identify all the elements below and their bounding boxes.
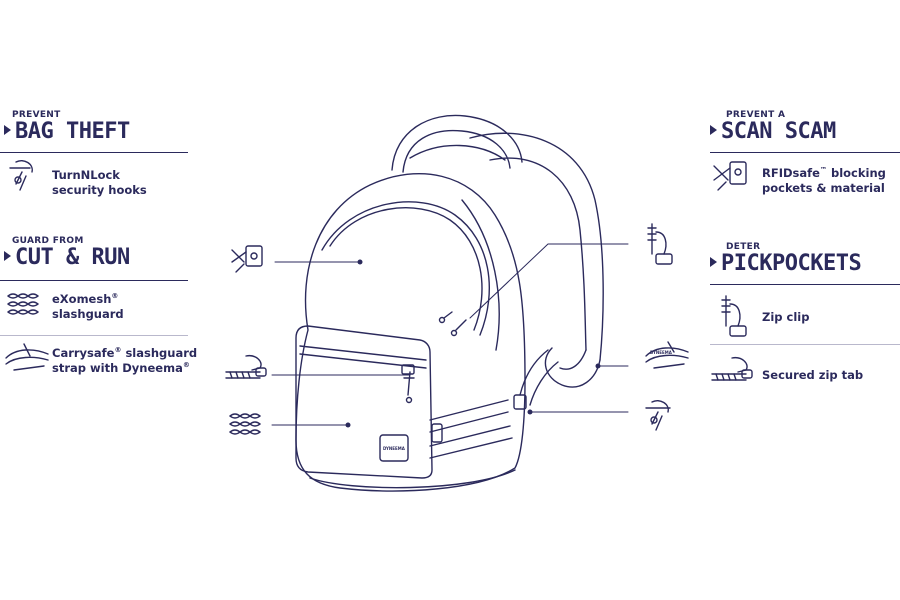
rfidsafe-feature-label: RFIDsafe™ blocking pockets & material xyxy=(762,166,886,195)
strap-icon xyxy=(5,343,49,371)
secured-zip-tab-feature-label: Secured zip tab xyxy=(762,368,864,382)
zip-tab-icon-callout xyxy=(225,354,267,379)
callout-lines xyxy=(271,243,629,426)
divider xyxy=(0,152,188,153)
divider xyxy=(710,284,900,285)
rfid-icon-callout xyxy=(231,245,263,273)
callout-dots xyxy=(345,259,601,428)
divider xyxy=(710,152,900,153)
bag-theft-heading: BAG THEFT xyxy=(4,120,130,144)
zip-clip-icon-callout xyxy=(647,223,673,265)
security-hook-icon xyxy=(9,160,33,191)
turnnlock-feature-label: TurnNLock security hooks xyxy=(52,168,147,197)
pickpockets-kicker: DETER xyxy=(726,242,761,252)
exomesh-feature-label: eXomesh® slashguard xyxy=(52,292,124,321)
backpack-illustration xyxy=(295,114,604,492)
mesh-icon-callout xyxy=(229,413,261,435)
rfid-icon xyxy=(713,161,747,191)
strap-icon-callout xyxy=(645,341,689,369)
divider xyxy=(0,280,188,281)
cut-run-heading: CUT & RUN xyxy=(4,246,130,270)
bag-theft-kicker: PREVENT xyxy=(12,110,61,120)
scan-scam-heading: SCAN SCAM xyxy=(710,120,836,144)
arrow-icon xyxy=(4,251,11,261)
strap-tag-text: DYNEEMA xyxy=(650,350,673,355)
arrow-icon xyxy=(4,125,11,135)
cut-run-kicker: GUARD FROM xyxy=(12,236,84,246)
pickpockets-heading: PICKPOCKETS xyxy=(710,252,862,276)
scan-scam-kicker: PREVENT A xyxy=(726,110,786,120)
zip-clip-feature-label: Zip clip xyxy=(762,310,810,324)
zip-tab-icon xyxy=(711,356,753,381)
carrysafe-feature-label: Carrysafe® slashguard strap with Dyneema… xyxy=(52,346,198,375)
divider xyxy=(0,335,188,336)
divider xyxy=(710,344,900,345)
mesh-icon xyxy=(7,293,39,315)
zip-clip-icon xyxy=(721,295,747,337)
arrow-icon xyxy=(710,257,717,267)
security-hook-icon-callout xyxy=(645,400,671,431)
arrow-icon xyxy=(710,125,717,135)
bag-label-text: DYNEEMA xyxy=(383,446,406,451)
